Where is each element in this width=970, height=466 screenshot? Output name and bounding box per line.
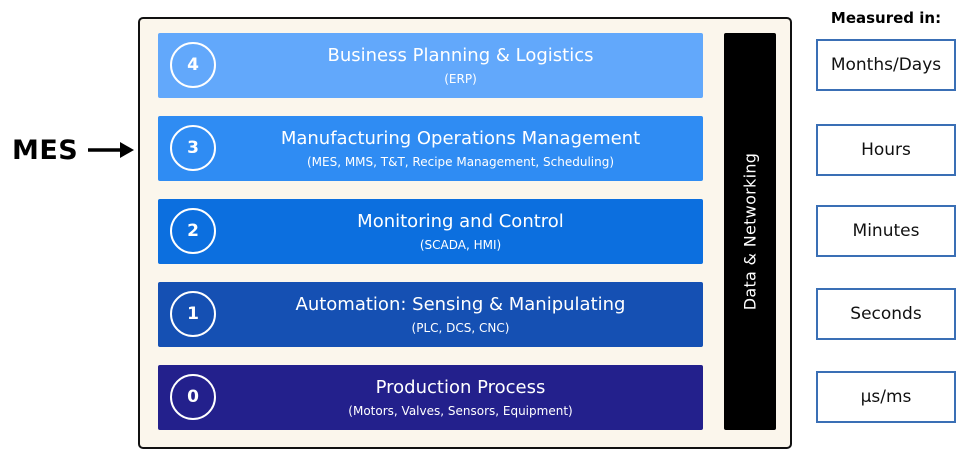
- level-number-badge: 1: [170, 291, 216, 337]
- level-title: Automation: Sensing & Manipulating: [295, 293, 626, 315]
- level-2: 2 Monitoring and Control (SCADA, HMI): [158, 199, 703, 264]
- level-number-badge: 3: [170, 125, 216, 171]
- mes-pointer: MES: [12, 130, 135, 170]
- level-subtitle: (MES, MMS, T&T, Recipe Management, Sched…: [306, 154, 615, 169]
- level-4: 4 Business Planning & Logistics (ERP): [158, 33, 703, 98]
- level-subtitle: (SCADA, HMI): [419, 237, 502, 252]
- level-number-badge: 4: [170, 42, 216, 88]
- measure-box: Months/Days: [816, 39, 956, 91]
- measure-box: Minutes: [816, 205, 956, 257]
- level-number-badge: 0: [170, 374, 216, 420]
- measured-title: Measured in:: [830, 9, 942, 27]
- level-subtitle: (PLC, DCS, CNC): [411, 320, 510, 335]
- level-subtitle: (ERP): [444, 71, 477, 86]
- level-3: 3 Manufacturing Operations Management (M…: [158, 116, 703, 181]
- level-title: Business Planning & Logistics: [327, 44, 594, 66]
- level-text: Monitoring and Control (SCADA, HMI): [218, 199, 703, 264]
- level-0: 0 Production Process (Motors, Valves, Se…: [158, 365, 703, 430]
- mes-label: MES: [12, 134, 79, 166]
- data-networking-bar: Data & Networking: [724, 33, 776, 430]
- right-arrow-icon: [88, 142, 135, 158]
- level-1: 1 Automation: Sensing & Manipulating (PL…: [158, 282, 703, 347]
- level-subtitle: (Motors, Valves, Sensors, Equipment): [348, 403, 573, 418]
- data-networking-label: Data & Networking: [740, 152, 760, 311]
- level-text: Business Planning & Logistics (ERP): [218, 33, 703, 98]
- level-text: Manufacturing Operations Management (MES…: [218, 116, 703, 181]
- level-title: Monitoring and Control: [357, 210, 564, 232]
- measure-box: Hours: [816, 124, 956, 176]
- level-number-badge: 2: [170, 208, 216, 254]
- level-title: Production Process: [375, 376, 546, 398]
- level-text: Automation: Sensing & Manipulating (PLC,…: [218, 282, 703, 347]
- measure-box: µs/ms: [816, 371, 956, 423]
- measure-box: Seconds: [816, 288, 956, 340]
- level-text: Production Process (Motors, Valves, Sens…: [218, 365, 703, 430]
- level-title: Manufacturing Operations Management: [280, 127, 641, 149]
